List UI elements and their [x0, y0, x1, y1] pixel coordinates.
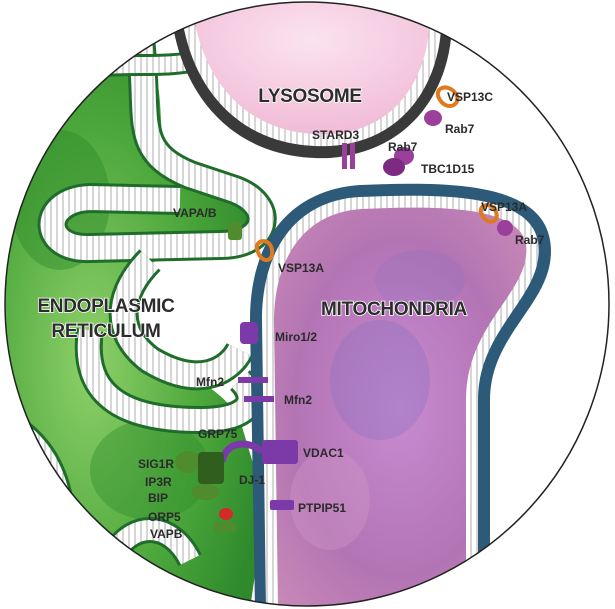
ptpip51-icon: [270, 500, 294, 510]
bip-icon: [192, 484, 220, 500]
ptpip51-label: PTPIP51: [298, 501, 346, 515]
orp5-icon: [219, 508, 233, 520]
rab7-mid-label: Rab7: [388, 140, 418, 154]
rab7-right-icon: [497, 220, 513, 236]
mfn2-left-label: Mfn2: [196, 375, 224, 389]
vapab-label: VAPA/B: [173, 206, 217, 220]
tbc1d15-label: TBC1D15: [421, 162, 475, 176]
rab7-right-label: Rab7: [515, 233, 545, 247]
mfn2-right-icon: [244, 396, 274, 402]
ip3r-icon: [198, 452, 224, 484]
stard3-icon: [342, 143, 347, 169]
grp75-label: GRP75: [198, 427, 238, 441]
sig1r-label: SIG1R: [138, 457, 174, 471]
vapab-icon: [228, 222, 242, 240]
lysosome: [170, 0, 452, 158]
dj1-label: DJ-1: [239, 473, 265, 487]
miro-label: Miro1/2: [275, 330, 317, 344]
vdac1-icon: [262, 440, 298, 464]
ip3r-label: IP3R: [145, 475, 172, 489]
vdac1-label: VDAC1: [303, 446, 344, 460]
vsp13a-right-label: VSP13A: [481, 200, 527, 214]
mfn2-left-icon: [238, 377, 268, 383]
bip-label: BIP: [148, 491, 168, 505]
vapb-label: VAPB: [150, 527, 183, 541]
er-label-line1: ENDOPLASMIC: [37, 296, 175, 317]
vsp13c-label: VSP13C: [447, 90, 493, 104]
lysosome-label: LYSOSOME: [258, 86, 362, 107]
vapb-icon: [214, 522, 236, 532]
miro-icon: [240, 322, 258, 344]
sig1r-icon: [175, 451, 201, 473]
mfn2-right-label: Mfn2: [284, 393, 312, 407]
orp5-label: ORP5: [148, 510, 181, 524]
stard3-label: STARD3: [312, 128, 359, 142]
tbc1d15-icon: [383, 158, 405, 176]
vsp13a-left-label: VSP13A: [278, 261, 324, 275]
rab7-top-label: Rab7: [445, 122, 475, 136]
mitochondria-label: MITOCHONDRIA: [321, 299, 468, 320]
er-label-line2: RETICULUM: [51, 321, 160, 342]
rab7-top-icon: [424, 110, 442, 126]
